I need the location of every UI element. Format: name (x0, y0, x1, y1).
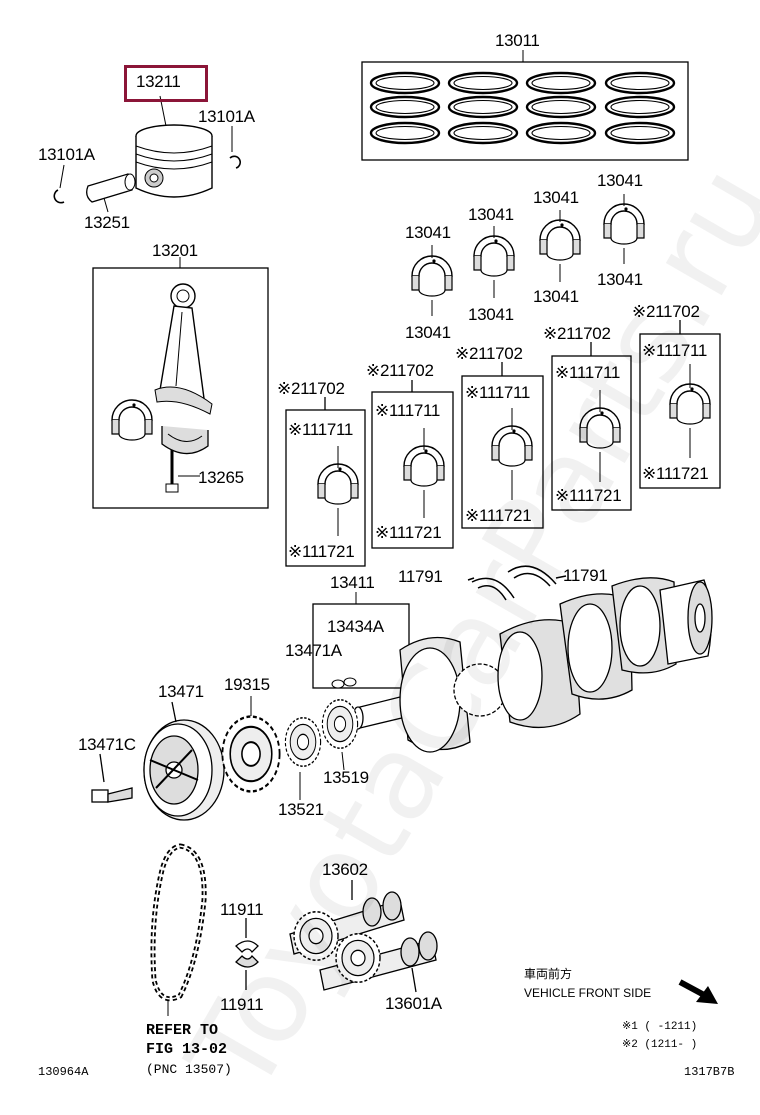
label-13041-d-top[interactable]: 13041 (597, 171, 643, 190)
piston (53, 95, 242, 213)
label-11791-right[interactable]: 11791 (563, 566, 608, 585)
label-11702-box2[interactable]: ※211702 (366, 361, 434, 380)
label-13101a-left[interactable]: 13101A (38, 145, 95, 164)
rod-bearings (411, 194, 645, 316)
label-13201[interactable]: 13201 (152, 241, 198, 260)
label-11791-left[interactable]: 11791 (398, 567, 443, 586)
main-bearings (285, 320, 721, 567)
label-13251[interactable]: 13251 (84, 213, 130, 232)
label-11702-box5[interactable]: ※211702 (632, 302, 700, 321)
vehicle-front-jp: 車両前方 (524, 967, 573, 981)
label-11711-box4[interactable]: ※111711 (555, 363, 621, 382)
refer-line-1[interactable]: REFER TO (146, 1022, 219, 1039)
camshafts (289, 880, 438, 993)
crank-pulley (91, 701, 225, 821)
label-13041-b-top[interactable]: 13041 (468, 205, 514, 224)
label-11721-box4[interactable]: ※111721 (555, 486, 622, 505)
label-11721-box5[interactable]: ※111721 (642, 464, 709, 483)
label-19315[interactable]: 19315 (224, 675, 270, 694)
refer-line-3[interactable]: (PNC 13507) (146, 1062, 232, 1077)
figure-code-right: 1317B7B (684, 1065, 735, 1079)
piston-ring-set (361, 50, 689, 161)
key-box (312, 592, 410, 689)
label-13211[interactable]: 13211 (136, 72, 181, 91)
label-11911-top[interactable]: 11911 (220, 900, 264, 919)
label-13265[interactable]: 13265 (198, 468, 244, 487)
note-1: ※1 ( -1211) (622, 1021, 698, 1033)
timing-chain (150, 843, 207, 1016)
label-13041-a-top[interactable]: 13041 (405, 223, 451, 242)
label-13411[interactable]: 13411 (330, 573, 375, 592)
label-11721-box2[interactable]: ※111721 (375, 523, 442, 542)
label-13602[interactable]: 13602 (322, 860, 368, 879)
label-13519[interactable]: 13519 (323, 768, 369, 787)
label-11721-box1[interactable]: ※111721 (288, 542, 355, 561)
vehicle-front-arrow (678, 979, 718, 1004)
label-13521[interactable]: 13521 (278, 800, 324, 819)
label-11702-box1[interactable]: ※211702 (277, 379, 345, 398)
figure-code-left: 130964A (38, 1065, 89, 1079)
label-13041-d-bottom[interactable]: 13041 (597, 270, 643, 289)
label-13434a[interactable]: 13434A (327, 617, 384, 636)
selected-part-highlight (124, 65, 208, 102)
label-13101a-right[interactable]: 13101A (198, 107, 255, 126)
label-13601a[interactable]: 13601A (385, 994, 442, 1013)
label-11711-box2[interactable]: ※111711 (375, 401, 441, 420)
label-13471c[interactable]: 13471C (78, 735, 136, 754)
vehicle-front-en: VEHICLE FRONT SIDE (524, 986, 652, 1000)
label-11702-box3[interactable]: ※211702 (455, 344, 523, 363)
label-13471[interactable]: 13471 (158, 682, 204, 701)
label-11702-box4[interactable]: ※211702 (543, 324, 611, 343)
thrust-washers (467, 565, 567, 601)
label-13041-b-bottom[interactable]: 13041 (468, 305, 514, 324)
crankshaft (352, 577, 713, 753)
refer-line-2[interactable]: FIG 13-02 (146, 1041, 228, 1058)
label-11711-box1[interactable]: ※111711 (288, 420, 354, 439)
label-11711-box5[interactable]: ※111711 (642, 341, 708, 360)
label-13041-c-top[interactable]: 13041 (533, 188, 579, 207)
label-11711-box3[interactable]: ※111711 (465, 383, 531, 402)
label-13041-a-bottom[interactable]: 13041 (405, 323, 451, 342)
label-13041-c-bottom[interactable]: 13041 (533, 287, 579, 306)
note-2: ※2 (1211- ) (622, 1039, 698, 1051)
label-11721-box3[interactable]: ※111721 (465, 506, 532, 525)
label-13011[interactable]: 13011 (495, 31, 540, 50)
label-13471a[interactable]: 13471A (285, 641, 342, 660)
connecting-rod-kit (92, 257, 269, 509)
camshaft-bearing (235, 918, 259, 990)
sprockets (221, 696, 359, 800)
label-11911-bottom[interactable]: 11911 (220, 995, 264, 1014)
